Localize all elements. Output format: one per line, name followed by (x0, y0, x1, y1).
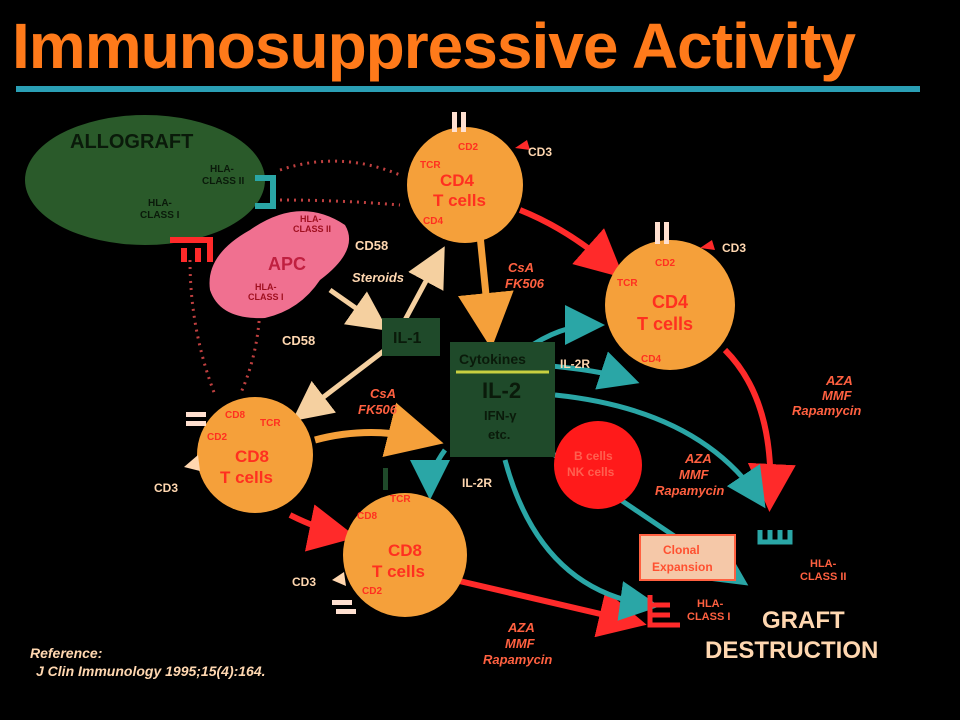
bcells-line1: B cells (574, 449, 613, 463)
cd8-bottom-line1: CD8 (388, 541, 422, 560)
cd4-right-cell: CD4 T cells CD2 TCR CD4 CD3 (605, 222, 746, 370)
reference-citation: J Clin Immunology 1995;15(4):164. (36, 663, 266, 679)
steroids-label: Steroids (352, 270, 404, 285)
cd4-top-cd3: CD3 (528, 145, 552, 159)
cd8-bottom-cd2: CD2 (362, 586, 382, 597)
cd8-bottom-cd8: CD8 (357, 511, 377, 522)
allograft-label: ALLOGRAFT (70, 131, 193, 153)
il1-label: IL-1 (393, 330, 422, 347)
il1-box: IL-1 (382, 318, 440, 356)
cd4-top-cd4: CD4 (423, 216, 443, 227)
bcells-line2: NK cells (567, 465, 615, 479)
clonal-line2: Expansion (652, 560, 713, 574)
cd4-top-tcr: TCR (420, 160, 441, 171)
drug-mid-line3: Rapamycin (655, 483, 724, 498)
drug-mid-line1: AZA (684, 451, 712, 466)
csa-left-line2: FK506 (358, 402, 398, 417)
cd4-right-cd3: CD3 (722, 241, 746, 255)
drug-right-line1: AZA (825, 373, 853, 388)
cd4-right-cd4: CD4 (641, 354, 661, 365)
cytokines-box: Cytokines IL-2 IFN-γ etc. (450, 342, 555, 457)
title-underline (16, 86, 920, 92)
csa-top-line2: FK506 (505, 276, 545, 291)
drug-labels: AZA MMF Rapamycin AZA MMF Rapamycin AZA … (483, 373, 861, 667)
apc-hla1-line2: CLASS I (248, 292, 284, 302)
csa-left-line1: CsA (370, 386, 396, 401)
csa-top-line1: CsA (508, 260, 534, 275)
apc-hla1-line1: HLA- (255, 282, 277, 292)
drug-mid-line2: MMF (679, 467, 710, 482)
dotted-links (188, 159, 401, 396)
allograft-hla1-line2: CLASS I (140, 210, 180, 221)
il2-label: IL-2 (482, 378, 521, 403)
allograft-hla2-line1: HLA- (210, 164, 234, 175)
graft-line1: GRAFT (762, 607, 845, 634)
cd8-left-tcr: TCR (260, 418, 281, 429)
drug-right-line2: MMF (822, 388, 853, 403)
il2r-right-label: IL-2R (560, 357, 590, 371)
ifn-label: IFN-γ (484, 408, 517, 423)
clonal-expansion-box: Clonal Expansion (639, 534, 736, 581)
cd8-left-cell: CD8 T cells CD8 TCR CD2 CD3 (154, 397, 313, 513)
apc-node: APC HLA- CLASS II HLA- CLASS I (209, 211, 350, 319)
cd8-left-line2: T cells (220, 468, 273, 487)
cd4-top-cell: CD4 T cells CD2 TCR CD4 CD3 (407, 112, 552, 243)
allograft-node: ALLOGRAFT HLA- CLASS II HLA- CLASS I (25, 115, 276, 262)
cd8-left-cd2: CD2 (207, 432, 227, 443)
cd58-lower-label: CD58 (282, 333, 315, 348)
cd8-left-cd3: CD3 (154, 481, 178, 495)
hla1-target-icon (647, 595, 680, 628)
cd8-bottom-tcr: TCR (390, 494, 411, 505)
cd8-left-cd8: CD8 (225, 410, 245, 421)
etc-label: etc. (488, 427, 510, 442)
allograft-hla2-line2: CLASS II (202, 176, 244, 187)
hla1-receptor-icon (170, 237, 213, 262)
graft-line2: DESTRUCTION (705, 637, 878, 664)
drug-bottom-line3: Rapamycin (483, 652, 552, 667)
page-title: Immunosuppressive Activity (12, 10, 856, 82)
hla2-target-line1: HLA- (810, 558, 837, 570)
cd4-top-cd2: CD2 (458, 142, 478, 153)
hla1-target-line1: HLA- (697, 598, 724, 610)
cd4-top-line1: CD4 (440, 171, 475, 190)
cd58-upper-label: CD58 (355, 238, 388, 253)
il2r-bottom-label: IL-2R (462, 476, 492, 490)
cd8-bottom-line2: T cells (372, 562, 425, 581)
apc-hla2-line1: HLA- (300, 214, 322, 224)
cytokines-heading: Cytokines (459, 351, 526, 367)
cd4-right-cd2: CD2 (655, 258, 675, 269)
hla1-target-line2: CLASS I (687, 611, 730, 623)
apc-label: APC (268, 254, 306, 274)
cd8-bottom-cd3: CD3 (292, 575, 316, 589)
hla2-receptor-icon (255, 175, 276, 209)
hla2-target-line2: CLASS II (800, 571, 846, 583)
cd8-left-line1: CD8 (235, 447, 269, 466)
bcells-nkcells-node: B cells NK cells (554, 421, 642, 509)
apc-hla2-line2: CLASS II (293, 224, 331, 234)
drug-bottom-line1: AZA (507, 620, 535, 635)
cd8-bottom-cell: CD8 T cells CD8 TCR CD2 CD3 (292, 468, 467, 617)
drug-right-line3: Rapamycin (792, 403, 861, 418)
cd4-right-tcr: TCR (617, 278, 638, 289)
drug-bottom-line2: MMF (505, 636, 536, 651)
cd4-top-line2: T cells (433, 191, 486, 210)
hla2-target-icon (757, 530, 793, 545)
clonal-line1: Clonal (663, 543, 700, 557)
allograft-hla1-line1: HLA- (148, 198, 172, 209)
cd4-right-line1: CD4 (652, 292, 688, 312)
cd4-right-line2: T cells (637, 314, 693, 334)
reference-heading: Reference: (30, 645, 103, 661)
